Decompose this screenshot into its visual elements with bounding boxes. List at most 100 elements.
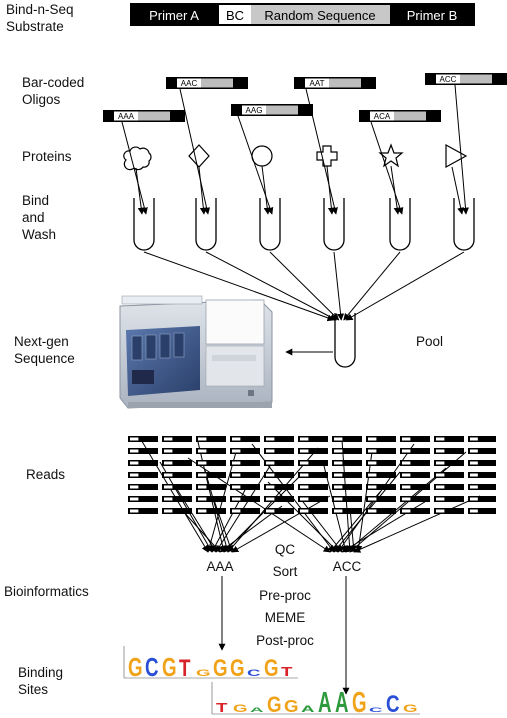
read <box>400 508 430 514</box>
arrow-protein-to-tube-4 <box>326 165 335 215</box>
arrow-read-to-acc <box>355 451 373 553</box>
label-reads: Reads <box>26 467 66 482</box>
read <box>230 484 260 490</box>
primer-b-label: Primer B <box>407 8 458 23</box>
step-meme: MEME <box>264 610 306 625</box>
read <box>434 508 464 514</box>
read <box>400 460 430 466</box>
read <box>366 508 396 514</box>
read <box>264 460 294 466</box>
read <box>400 472 430 478</box>
oligo-barcode-aac: AAC <box>181 79 198 88</box>
read <box>128 436 158 442</box>
read <box>162 436 192 442</box>
motif-letter: G <box>196 669 211 679</box>
pool-tube <box>334 313 356 368</box>
arrow-protein-to-tube-6 <box>451 166 465 215</box>
read <box>264 472 294 478</box>
tube-5 <box>389 198 411 251</box>
read <box>128 472 158 478</box>
arrow-protein-to-tube-1 <box>135 167 145 215</box>
motif-letter: G <box>267 694 282 718</box>
read <box>162 496 192 502</box>
read <box>230 496 260 502</box>
motif-letter: T <box>281 665 293 680</box>
step-qc: QC <box>274 542 296 557</box>
arrow-read-to-aaa <box>174 485 217 553</box>
instrument-window <box>205 299 265 345</box>
tube-6 <box>453 198 475 251</box>
oligo-aag: AAG <box>231 104 313 116</box>
sequencer-instrument <box>119 295 273 409</box>
read <box>366 496 396 502</box>
read <box>128 448 158 454</box>
arrow-tube-to-pool-6 <box>345 251 465 321</box>
motif-letter: G <box>213 655 228 682</box>
read <box>366 472 396 478</box>
motif-letter: A <box>301 705 315 715</box>
motif-letter: C <box>369 706 383 713</box>
bin-label-aaa: AAA <box>206 559 234 574</box>
arrow-read-to-aaa <box>231 495 331 553</box>
motif-letter: T <box>179 655 190 682</box>
label-binding-sites: Binding Sites <box>18 665 64 697</box>
arrow-oligo-to-tube-1 <box>121 121 148 215</box>
read <box>162 484 192 490</box>
read <box>332 460 362 466</box>
read <box>298 472 328 478</box>
read <box>298 484 328 490</box>
label-pool: Pool <box>416 334 444 349</box>
read <box>400 496 430 502</box>
read <box>162 448 192 454</box>
label-bind-wash: Bind and Wash <box>22 193 57 242</box>
read <box>162 508 192 514</box>
star-icon <box>378 143 404 168</box>
arrow-tube-to-pool-3 <box>269 251 340 321</box>
read <box>264 496 294 502</box>
read <box>366 460 396 466</box>
read <box>196 496 226 502</box>
read <box>468 448 496 454</box>
motif-letter: G <box>162 652 177 682</box>
read <box>264 484 294 490</box>
read <box>366 436 396 442</box>
read <box>332 496 362 502</box>
bc-label: BC <box>226 8 244 23</box>
motif-letter: T <box>216 701 228 716</box>
arrow-protein-to-tube-3 <box>261 165 271 215</box>
read <box>196 460 226 466</box>
arrow-oligo-to-tube-4 <box>305 88 338 215</box>
label-substrate: Bind-n-Seq Substrate <box>6 2 74 34</box>
read <box>468 460 496 466</box>
oligo-barcode-aat: AAT <box>310 79 325 88</box>
arrow-read-to-aaa <box>139 437 209 553</box>
step-post-proc: Post-proc <box>256 633 314 648</box>
read <box>162 472 192 478</box>
read <box>298 508 328 514</box>
read <box>366 484 396 490</box>
read <box>264 508 294 514</box>
bc-segment <box>219 5 251 24</box>
motif-letter: A <box>250 706 264 713</box>
read <box>468 508 496 514</box>
arrow-read-to-acc <box>299 497 343 553</box>
motif-letter: G <box>403 703 418 715</box>
random-sequence-label: Random Sequence <box>264 8 375 23</box>
read <box>434 496 464 502</box>
motif-letter: C <box>247 669 261 679</box>
read <box>400 436 430 442</box>
tube-3 <box>259 198 281 251</box>
motif-letter: G <box>230 655 245 682</box>
cross-icon <box>316 145 338 167</box>
oligo-aca: ACA <box>359 110 441 122</box>
oligo-barcode-acc: ACC <box>440 75 457 84</box>
read <box>264 448 294 454</box>
read <box>230 448 260 454</box>
read <box>332 472 362 478</box>
read <box>230 460 260 466</box>
